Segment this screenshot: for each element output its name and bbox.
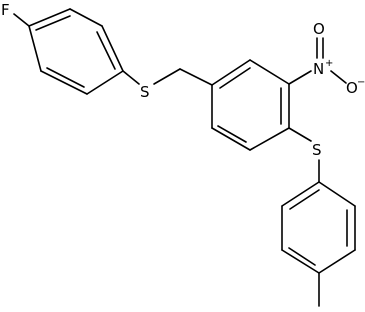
bond (40, 70, 88, 95)
double-bond-inner (289, 189, 320, 210)
bond (281, 181, 320, 207)
bond-c-f (13, 13, 30, 27)
bond-n-o-single (330, 70, 347, 84)
tolyl-ring (281, 181, 356, 274)
bond (318, 249, 356, 274)
bond (211, 59, 251, 86)
double-bond-inner (217, 125, 247, 143)
fluorophenyl-ring (28, 8, 124, 95)
bond (318, 181, 356, 207)
double-bond-inner (288, 247, 316, 266)
bond (69, 8, 103, 27)
bond (28, 25, 42, 72)
double-bond-inner (46, 67, 85, 88)
double-bond-inner (35, 15, 71, 31)
bond-c-n (288, 70, 312, 85)
bond-ch2-ring (179, 68, 213, 86)
bond (211, 127, 251, 151)
bond-c-s-top (122, 70, 140, 85)
sulfur-top-atom-label: S (140, 83, 150, 101)
oxygen-double-atom-label: O (313, 20, 325, 38)
bond (86, 70, 124, 95)
sulfur-bottom-atom-label: S (312, 141, 322, 159)
bond-ring-s-bottom (288, 127, 312, 142)
nitrogen-positive-charge: + (325, 58, 333, 69)
central-ring (211, 59, 290, 151)
bond-s-ch2 (153, 68, 181, 85)
bond (249, 59, 290, 85)
double-bond-inner (219, 67, 251, 89)
nitrogen-atom-label: N (313, 60, 324, 78)
oxygen-anion-atom-label: O (346, 79, 358, 97)
bond (249, 127, 290, 151)
fluorine-atom-label: F (1, 1, 10, 19)
double-bond-inner (96, 31, 116, 70)
bond (101, 25, 124, 72)
bond (281, 249, 320, 274)
bond (28, 8, 71, 27)
oxygen-negative-charge: − (357, 77, 365, 88)
